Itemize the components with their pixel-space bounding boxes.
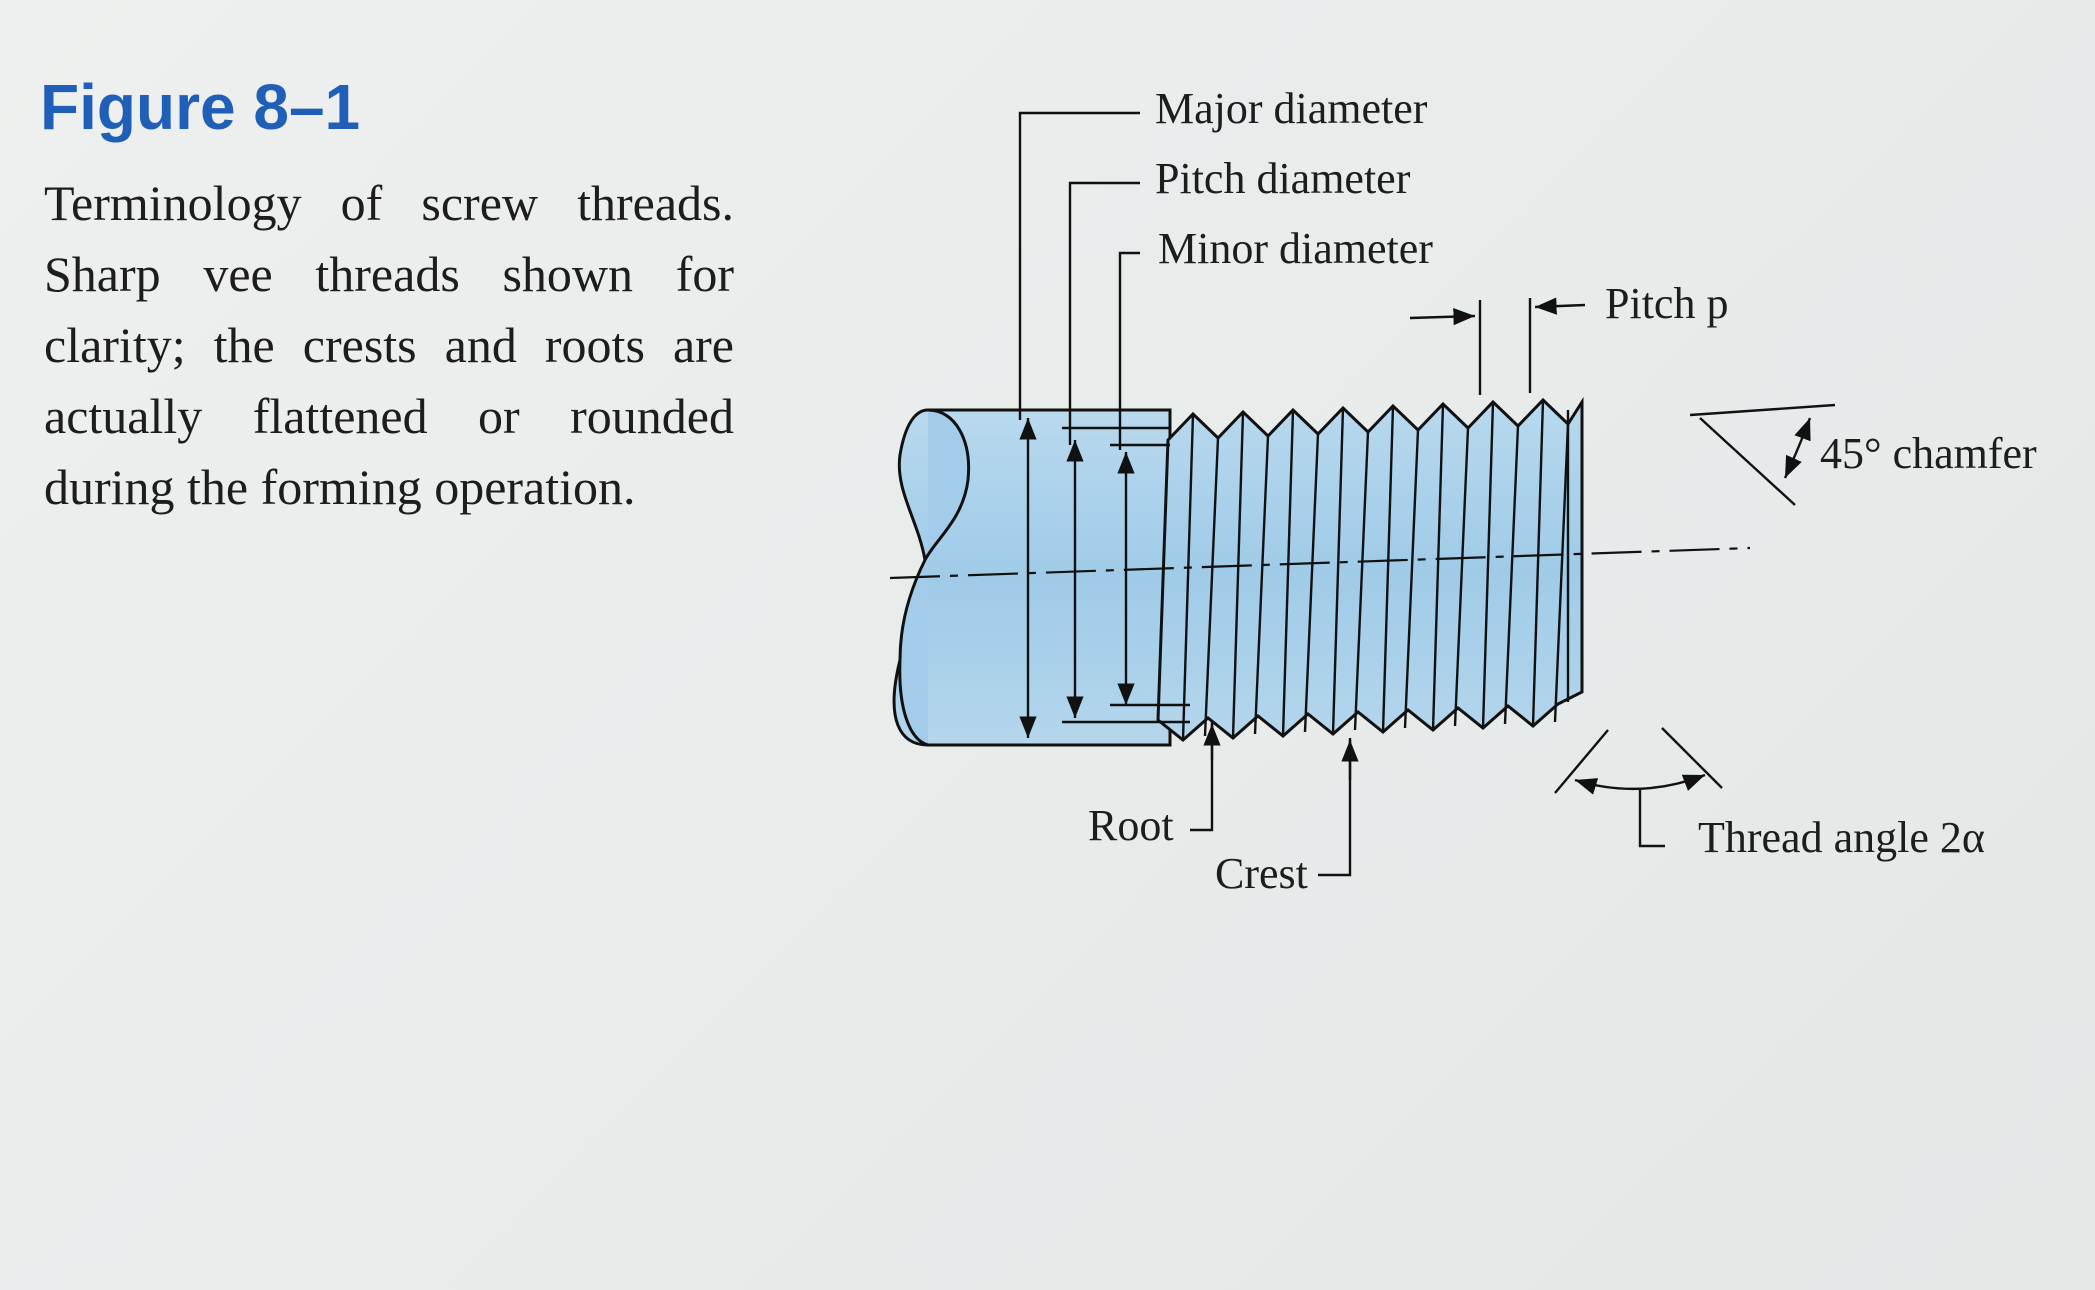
minor-diameter-leader xyxy=(1117,251,1140,705)
thread-crest-line xyxy=(1281,409,1295,737)
thread-flank-line xyxy=(1453,427,1470,727)
minor-diameter-label: Minor diameter xyxy=(1158,224,1433,273)
thread-crest-line xyxy=(1231,411,1245,739)
figure-number: Figure 8–1 xyxy=(40,71,361,143)
thread-flank-line xyxy=(1203,437,1220,737)
figure-caption: Terminology of screw threads. Sharp vee … xyxy=(44,175,734,515)
thread-crest-line xyxy=(1531,399,1545,727)
thread-flank-line xyxy=(1553,423,1570,723)
chamfer-label: 45° chamfer xyxy=(1820,429,2037,478)
thread-crest-line xyxy=(1181,413,1195,741)
thread-flank-line xyxy=(1303,433,1320,733)
thread-flank-lines xyxy=(1181,399,1570,741)
crest-leader xyxy=(1318,738,1359,877)
thread-profile xyxy=(1156,396,1584,742)
pitch-diameter-leader xyxy=(1066,181,1140,718)
pitch-diameter-label: Pitch diameter xyxy=(1155,154,1411,203)
thread-flank-line xyxy=(1353,431,1370,731)
thread-crest-line xyxy=(1381,405,1395,733)
thread-crest-line xyxy=(1481,401,1495,729)
root-leader xyxy=(1190,722,1221,832)
thread-crest-line xyxy=(1331,407,1345,735)
thread-angle-dimension xyxy=(1554,727,1723,848)
threaded-section xyxy=(1156,396,1584,742)
thread-angle-label: Thread angle 2α xyxy=(1698,813,1985,862)
major-diameter-label: Major diameter xyxy=(1155,84,1428,133)
root-label: Root xyxy=(1088,801,1174,850)
crest-label: Crest xyxy=(1215,849,1308,898)
thread-crest-line xyxy=(1431,403,1445,731)
pitch-dimension xyxy=(1409,297,1586,395)
chamfer-dimension xyxy=(1689,403,1836,506)
shaft-break-line xyxy=(898,408,971,747)
pitch-label: Pitch p xyxy=(1605,279,1728,328)
thread-flank-line xyxy=(1503,425,1520,725)
thread-flank-line xyxy=(1253,435,1270,735)
major-diameter-leader xyxy=(1018,111,1140,738)
thread-flank-line xyxy=(1403,429,1420,729)
